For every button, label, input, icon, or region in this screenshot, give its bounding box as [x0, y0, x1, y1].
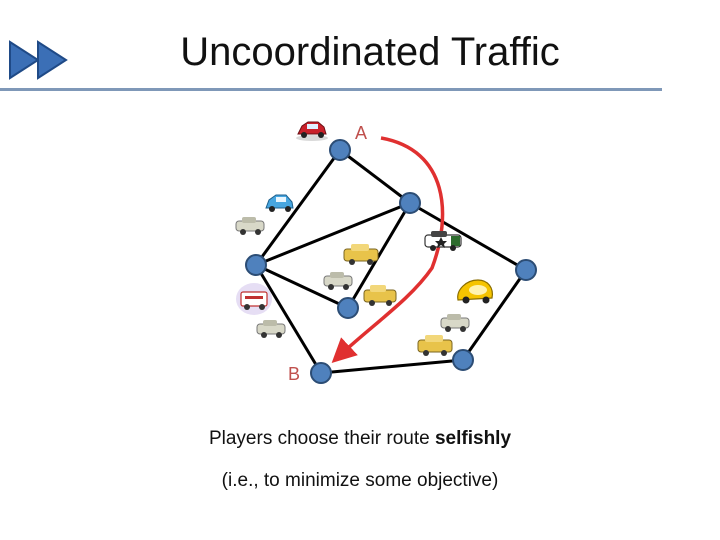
node-label-a: A [355, 123, 367, 143]
node-label-b: B [288, 364, 300, 384]
taxi-icon [323, 272, 353, 290]
edge-n3-n4 [255, 263, 349, 310]
edge-n2-n5 [346, 202, 412, 309]
graph-edges [254, 148, 528, 375]
selfish-route-arrow [331, 136, 445, 364]
edge-n3-b [254, 264, 323, 374]
edge-a-n3 [254, 149, 342, 266]
graph-nodes [245, 139, 537, 384]
taxi-icon [256, 320, 286, 338]
taxi-icon [417, 335, 453, 356]
taxi-icon [235, 217, 265, 235]
taxi-icon [440, 314, 470, 332]
caption-emphasis: selfishly [434, 428, 512, 449]
edge-n7-b [320, 358, 464, 375]
edge-n2-n3 [255, 201, 411, 267]
yellow-car-icon [457, 279, 493, 304]
police-car-icon [424, 231, 462, 251]
node-a[interactable] [329, 139, 351, 161]
ambulance-icon [236, 283, 272, 315]
title-underline [0, 88, 662, 91]
node-n6[interactable] [515, 259, 537, 281]
caption-prefix: Players choose their route [208, 428, 435, 449]
red-car-icon [296, 121, 328, 141]
taxi-icon [343, 244, 379, 265]
fast-forward-icon[interactable] [8, 40, 70, 80]
node-b[interactable] [310, 362, 332, 384]
caption-line-2: (i.e., to minimize some objective) [221, 470, 499, 491]
caption-line-1: Players choose their route selfishly [0, 428, 720, 450]
node-n2[interactable] [399, 192, 421, 214]
edge-n2-n6 [409, 201, 527, 272]
edge-n6-n7 [461, 269, 528, 361]
blue-car-icon [265, 194, 294, 212]
slide-title: Uncoordinated Traffic [180, 30, 560, 74]
node-n7[interactable] [452, 349, 474, 371]
edge-a-n2 [339, 148, 411, 205]
node-n5[interactable] [337, 297, 359, 319]
node-n3[interactable] [245, 254, 267, 276]
taxi-icon [363, 285, 397, 306]
